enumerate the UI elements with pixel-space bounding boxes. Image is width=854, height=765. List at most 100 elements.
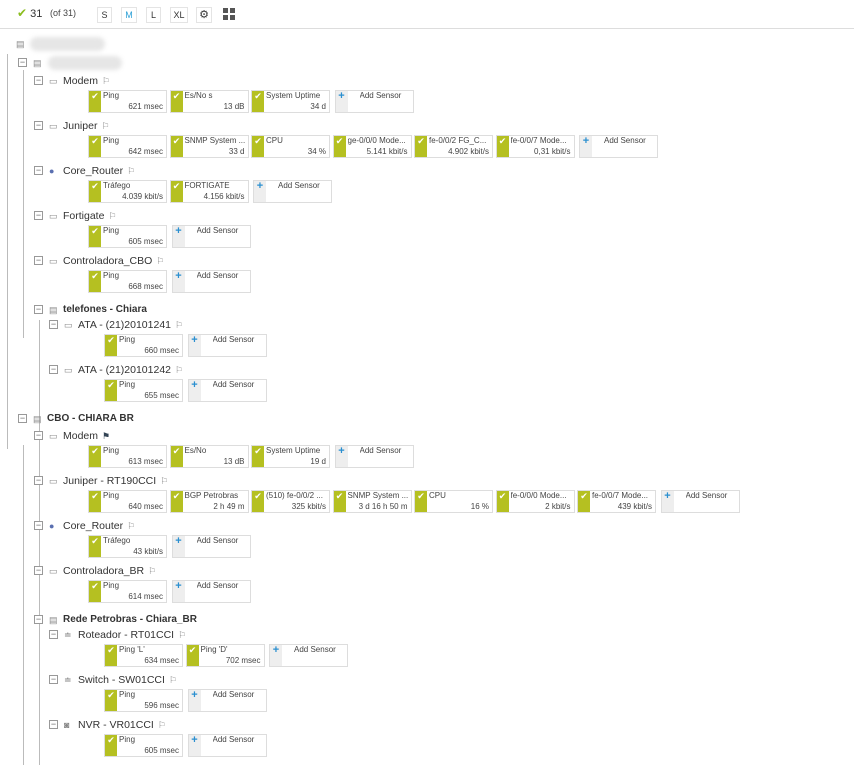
- flag-icon[interactable]: ⚐: [108, 211, 117, 221]
- flag-icon[interactable]: ⚐: [175, 365, 184, 375]
- grid-view-icon[interactable]: [221, 7, 237, 23]
- collapse-toggle[interactable]: −: [49, 674, 58, 684]
- collapse-toggle[interactable]: −: [49, 319, 58, 329]
- flag-icon[interactable]: ⚐: [127, 521, 136, 531]
- collapse-toggle[interactable]: −: [49, 364, 58, 374]
- add-sensor-button[interactable]: +Add Sensor: [187, 689, 267, 712]
- collapse-toggle[interactable]: −: [18, 57, 27, 67]
- flag-icon[interactable]: ⚐: [127, 166, 136, 176]
- sensor-tile[interactable]: ✔fe-0/0/0 Mode...2 kbit/s: [495, 490, 575, 513]
- settings-icon[interactable]: ⚙: [196, 7, 212, 23]
- collapse-toggle[interactable]: −: [34, 304, 43, 314]
- collapse-toggle[interactable]: −: [34, 210, 43, 220]
- device-name[interactable]: Juniper - RT190CCI⚐: [63, 475, 168, 487]
- collapse-toggle[interactable]: −: [34, 614, 43, 624]
- device-name[interactable]: Controladora_CBO⚐: [63, 255, 164, 267]
- collapse-toggle[interactable]: −: [34, 520, 43, 530]
- flag-icon[interactable]: ⚐: [175, 320, 184, 330]
- collapse-toggle[interactable]: −: [34, 165, 43, 175]
- flag-icon[interactable]: ⚐: [101, 121, 110, 131]
- device-name[interactable]: ATA - (21)20101241⚐: [78, 319, 183, 331]
- device-name[interactable]: Core_Router⚐: [63, 165, 135, 177]
- size-l-button[interactable]: L: [146, 7, 161, 23]
- collapse-toggle[interactable]: −: [34, 120, 43, 130]
- sensor-tile[interactable]: ✔Ping 'L'634 msec: [104, 644, 183, 667]
- size-s-button[interactable]: S: [97, 7, 112, 23]
- add-sensor-button[interactable]: +Add Sensor: [334, 90, 414, 113]
- add-sensor-button[interactable]: +Add Sensor: [171, 225, 251, 248]
- add-sensor-button[interactable]: +Add Sensor: [334, 445, 414, 468]
- add-sensor-button[interactable]: +Add Sensor: [171, 270, 251, 293]
- group-name[interactable]: Rede Petrobras - Chiara_BR: [63, 614, 197, 625]
- size-xl-button[interactable]: XL: [170, 7, 188, 23]
- collapse-toggle[interactable]: −: [49, 719, 58, 729]
- device-name[interactable]: ATA - (21)20101242⚐: [78, 364, 183, 376]
- device-name[interactable]: Controladora_BR⚐: [63, 565, 156, 577]
- sensor-tile[interactable]: ✔(510) fe-0/0/2 ...325 kbit/s: [251, 490, 330, 513]
- group-name[interactable]: CBO - CHIARA BR: [47, 413, 134, 424]
- add-sensor-button[interactable]: +Add Sensor: [253, 180, 332, 203]
- size-m-button[interactable]: M: [121, 7, 137, 23]
- add-sensor-button[interactable]: +Add Sensor: [171, 580, 251, 603]
- add-sensor-button[interactable]: +Add Sensor: [187, 734, 267, 757]
- device-name[interactable]: Modem⚐: [63, 75, 110, 87]
- add-sensor-button[interactable]: +Add Sensor: [660, 490, 740, 513]
- collapse-toggle[interactable]: −: [34, 565, 43, 575]
- flag-icon[interactable]: ⚑: [102, 431, 111, 441]
- device-name[interactable]: Modem⚑: [63, 430, 110, 442]
- sensor-tile[interactable]: ✔ge-0/0/0 Mode...5.141 kbit/s: [332, 135, 412, 158]
- sensor-tile[interactable]: ✔fe-0/0/7 Mode...439 kbit/s: [577, 490, 656, 513]
- sensor-tile[interactable]: ✔fe-0/0/2 FG_C...4.902 kbit/s: [414, 135, 493, 158]
- device-name[interactable]: Juniper⚐: [63, 120, 110, 132]
- collapse-toggle[interactable]: −: [18, 413, 27, 423]
- add-sensor-button[interactable]: +Add Sensor: [579, 135, 658, 158]
- flag-icon[interactable]: ⚐: [157, 720, 166, 730]
- status-count[interactable]: ✔ 31: [17, 6, 43, 20]
- sensor-tile[interactable]: ✔SNMP System ...3 d 16 h 50 m: [332, 490, 412, 513]
- add-sensor-button[interactable]: +Add Sensor: [187, 379, 267, 402]
- flag-icon[interactable]: ⚐: [160, 476, 169, 486]
- collapse-toggle[interactable]: −: [49, 629, 58, 639]
- sensor-tile[interactable]: ✔Ping 'D'702 msec: [185, 644, 265, 667]
- collapse-toggle[interactable]: −: [34, 75, 43, 85]
- flag-icon[interactable]: ⚐: [168, 675, 178, 685]
- device-name[interactable]: Switch - SW01CCI⚐: [78, 674, 177, 686]
- collapse-toggle[interactable]: −: [34, 475, 43, 485]
- device-name[interactable]: NVR - VR01CCI⚐: [78, 719, 166, 731]
- device-name[interactable]: Fortigate⚐: [63, 210, 117, 222]
- flag-icon[interactable]: ⚐: [102, 76, 111, 86]
- flag-icon[interactable]: ⚐: [178, 630, 187, 640]
- add-sensor-button[interactable]: +Add Sensor: [171, 535, 251, 558]
- add-sensor-button[interactable]: +Add Sensor: [269, 644, 348, 667]
- flag-icon[interactable]: ⚐: [148, 566, 157, 576]
- sensor-tile[interactable]: ✔fe-0/0/7 Mode...0,31 kbit/s: [495, 135, 575, 158]
- add-sensor-button[interactable]: +Add Sensor: [187, 334, 267, 357]
- group-name[interactable]: telefones - Chiara: [63, 304, 147, 315]
- collapse-toggle[interactable]: −: [34, 255, 43, 265]
- device-name[interactable]: Core_Router⚐: [63, 520, 135, 532]
- device-name[interactable]: Roteador - RT01CCI⚐: [78, 629, 186, 641]
- sensor-tile[interactable]: ✔SNMP System ...33 d: [169, 135, 249, 158]
- collapse-toggle[interactable]: −: [34, 430, 43, 440]
- flag-icon[interactable]: ⚐: [156, 256, 165, 266]
